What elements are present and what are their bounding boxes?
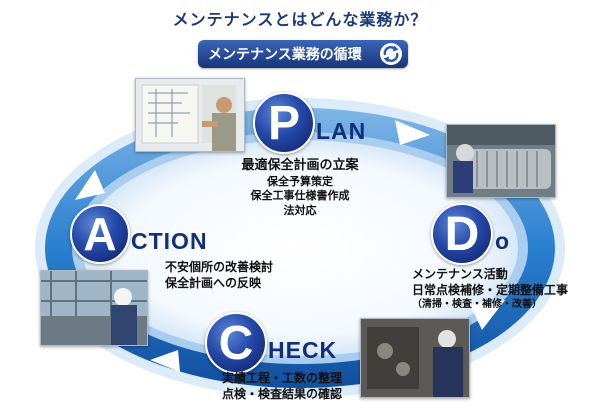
check-letter-circle: C [205,312,267,374]
cycle-badge: メンテナンス業務の循環 [198,40,408,68]
arrow-check-action [150,350,180,372]
photo-plan-engineer [135,78,245,152]
check-line-1: 実績工程・工数の整理 [222,371,343,385]
action-line-1: 不安個所の改善検討 [165,260,274,274]
action-line-2: 保全計画への反映 [165,276,262,291]
arrow-action-plan [75,170,105,200]
photo-check-inspection [360,318,470,398]
do-note: （清掃・検査・補修・改善） [412,299,542,311]
plan-heading: 最適保全計画の立案 [241,158,359,173]
do-letter-circle: D [431,203,493,265]
action-text: 不安個所の改善検討 保全計画への反映 [165,259,305,291]
page-title: メンテナンスとはどんな業務か？ [172,10,428,29]
do-text: メンテナンス活動 日常点検補修・定期整備工事 （清掃・検査・補修・改善） [412,266,600,312]
plan-text: 最適保全計画の立案 保全予算策定 保全工事仕様書作成 法対応 [240,157,360,219]
photo-do-maintenance [446,124,556,198]
photo-action-worker [40,270,148,346]
do-line: 日常点検補修・定期整備工事 [412,283,569,298]
arrow-do-check [470,300,505,330]
do-heading: メンテナンス活動 [412,267,508,281]
plan-letter-circle: P [253,92,315,154]
arrow-plan-do [395,120,430,145]
action-label-rest: CTION [131,228,208,254]
badge-label: メンテナンス業務の循環 [208,47,362,63]
plan-line-3: 法対応 [283,204,317,218]
check-text: 実績工程・工数の整理 点検・検査結果の確認 [222,370,372,402]
cycle-arrows-icon [380,43,402,65]
check-label-rest: HECK [268,337,338,363]
check-line-2: 点検・検査結果の確認 [222,387,343,402]
plan-line-2: 保全工事仕様書作成 [250,189,350,203]
plan-line-1: 保全予算策定 [267,174,333,188]
plan-label-rest: LAN [316,118,367,144]
do-label-rest: o [495,228,511,254]
action-letter-circle: A [70,204,130,264]
